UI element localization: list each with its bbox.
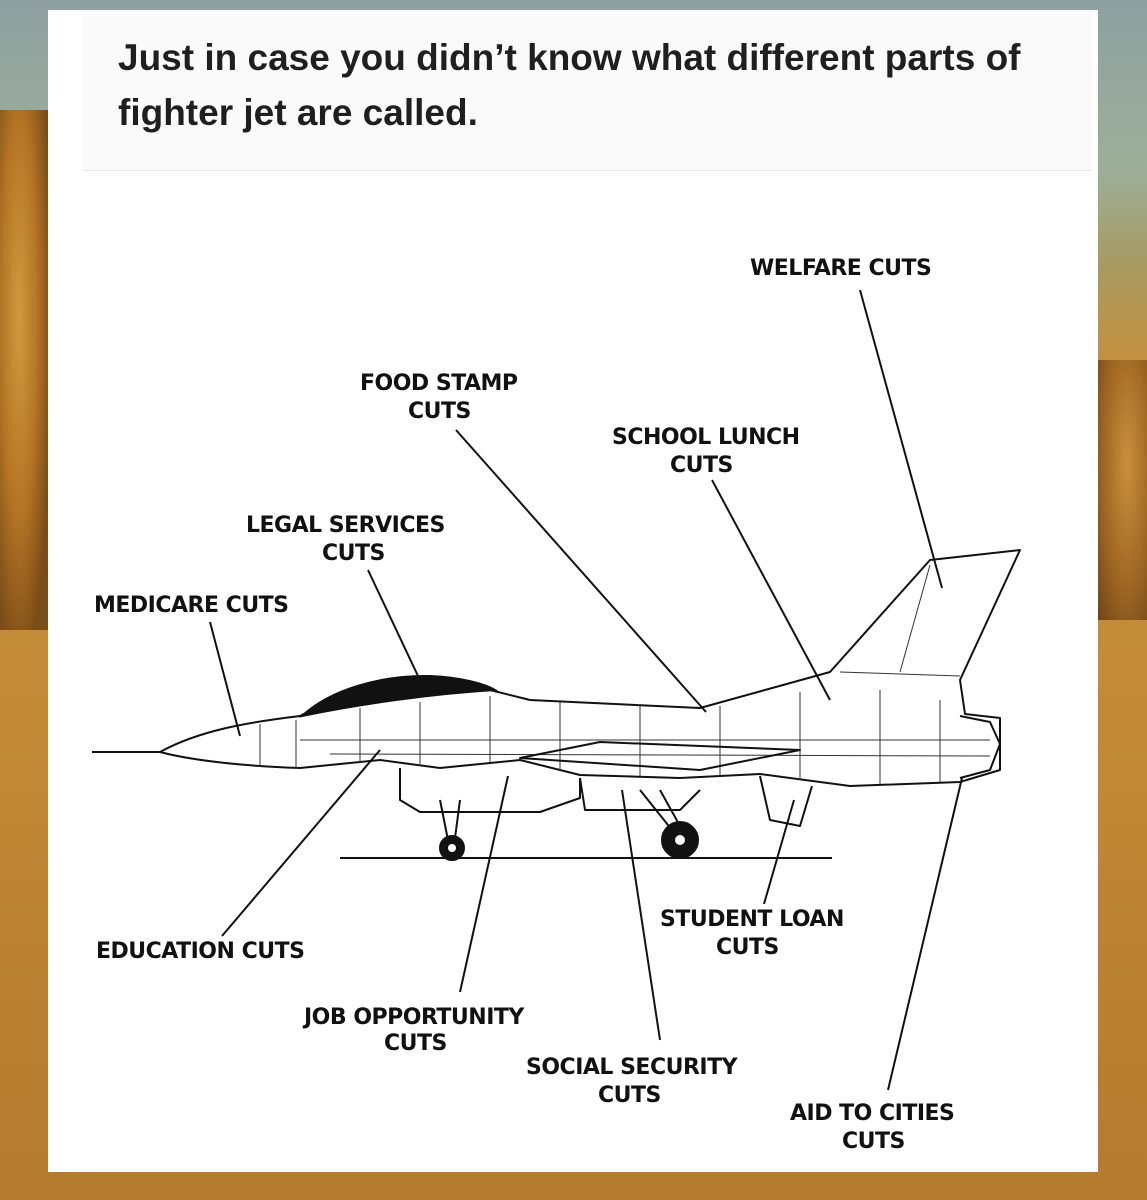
post-title: Just in case you didn’t know what differ…: [118, 37, 1021, 133]
leader-social-security: [621, 789, 661, 1041]
background-tree-right: [1097, 360, 1147, 620]
leader-medicare: [209, 621, 241, 737]
label-legal-services: LEGAL SERVICES: [246, 513, 445, 538]
label-aid-to-cities: AID TO CITIES: [790, 1101, 954, 1126]
canopy: [298, 674, 499, 718]
leader-school-lunch: [711, 479, 831, 701]
leader-aid-to-cities: [887, 777, 963, 1091]
post-header: [82, 14, 1092, 171]
label-aid-to-cities-cuts: CUTS: [842, 1129, 905, 1154]
label-job-opportunity: JOB OPPORTUNITY: [302, 1005, 525, 1030]
leader-student-loan: [763, 799, 795, 905]
label-medicare-cuts: MEDICARE CUTS: [94, 593, 289, 618]
label-student-loan: STUDENT LOAN: [660, 907, 844, 932]
label-food-stamp: FOOD STAMP: [360, 371, 518, 396]
label-social-security-cuts: CUTS: [598, 1083, 661, 1108]
leader-job-opportunity: [459, 775, 509, 993]
label-legal-services-cuts: CUTS: [322, 541, 385, 566]
label-food-stamp-cuts: CUTS: [408, 399, 471, 424]
part-labels: WELFARE CUTS FOOD STAMP CUTS SCHOOL LUNC…: [94, 256, 955, 1154]
jet-drawing: [92, 549, 1021, 861]
label-student-loan-cuts: CUTS: [716, 935, 779, 960]
leader-food-stamp: [455, 429, 707, 713]
leader-education: [221, 749, 381, 937]
label-welfare-cuts: WELFARE CUTS: [750, 256, 931, 281]
leader-lines: [209, 289, 963, 1091]
leader-welfare: [859, 289, 943, 589]
label-social-security: SOCIAL SECURITY: [526, 1055, 739, 1080]
background-tree-left: [0, 110, 48, 630]
label-job-opportunity-cuts: CUTS: [384, 1031, 447, 1056]
label-education-cuts: EDUCATION CUTS: [96, 939, 304, 964]
leader-legal-services: [367, 569, 419, 677]
label-school-lunch-cuts: CUTS: [670, 453, 733, 478]
label-school-lunch: SCHOOL LUNCH: [612, 425, 800, 450]
